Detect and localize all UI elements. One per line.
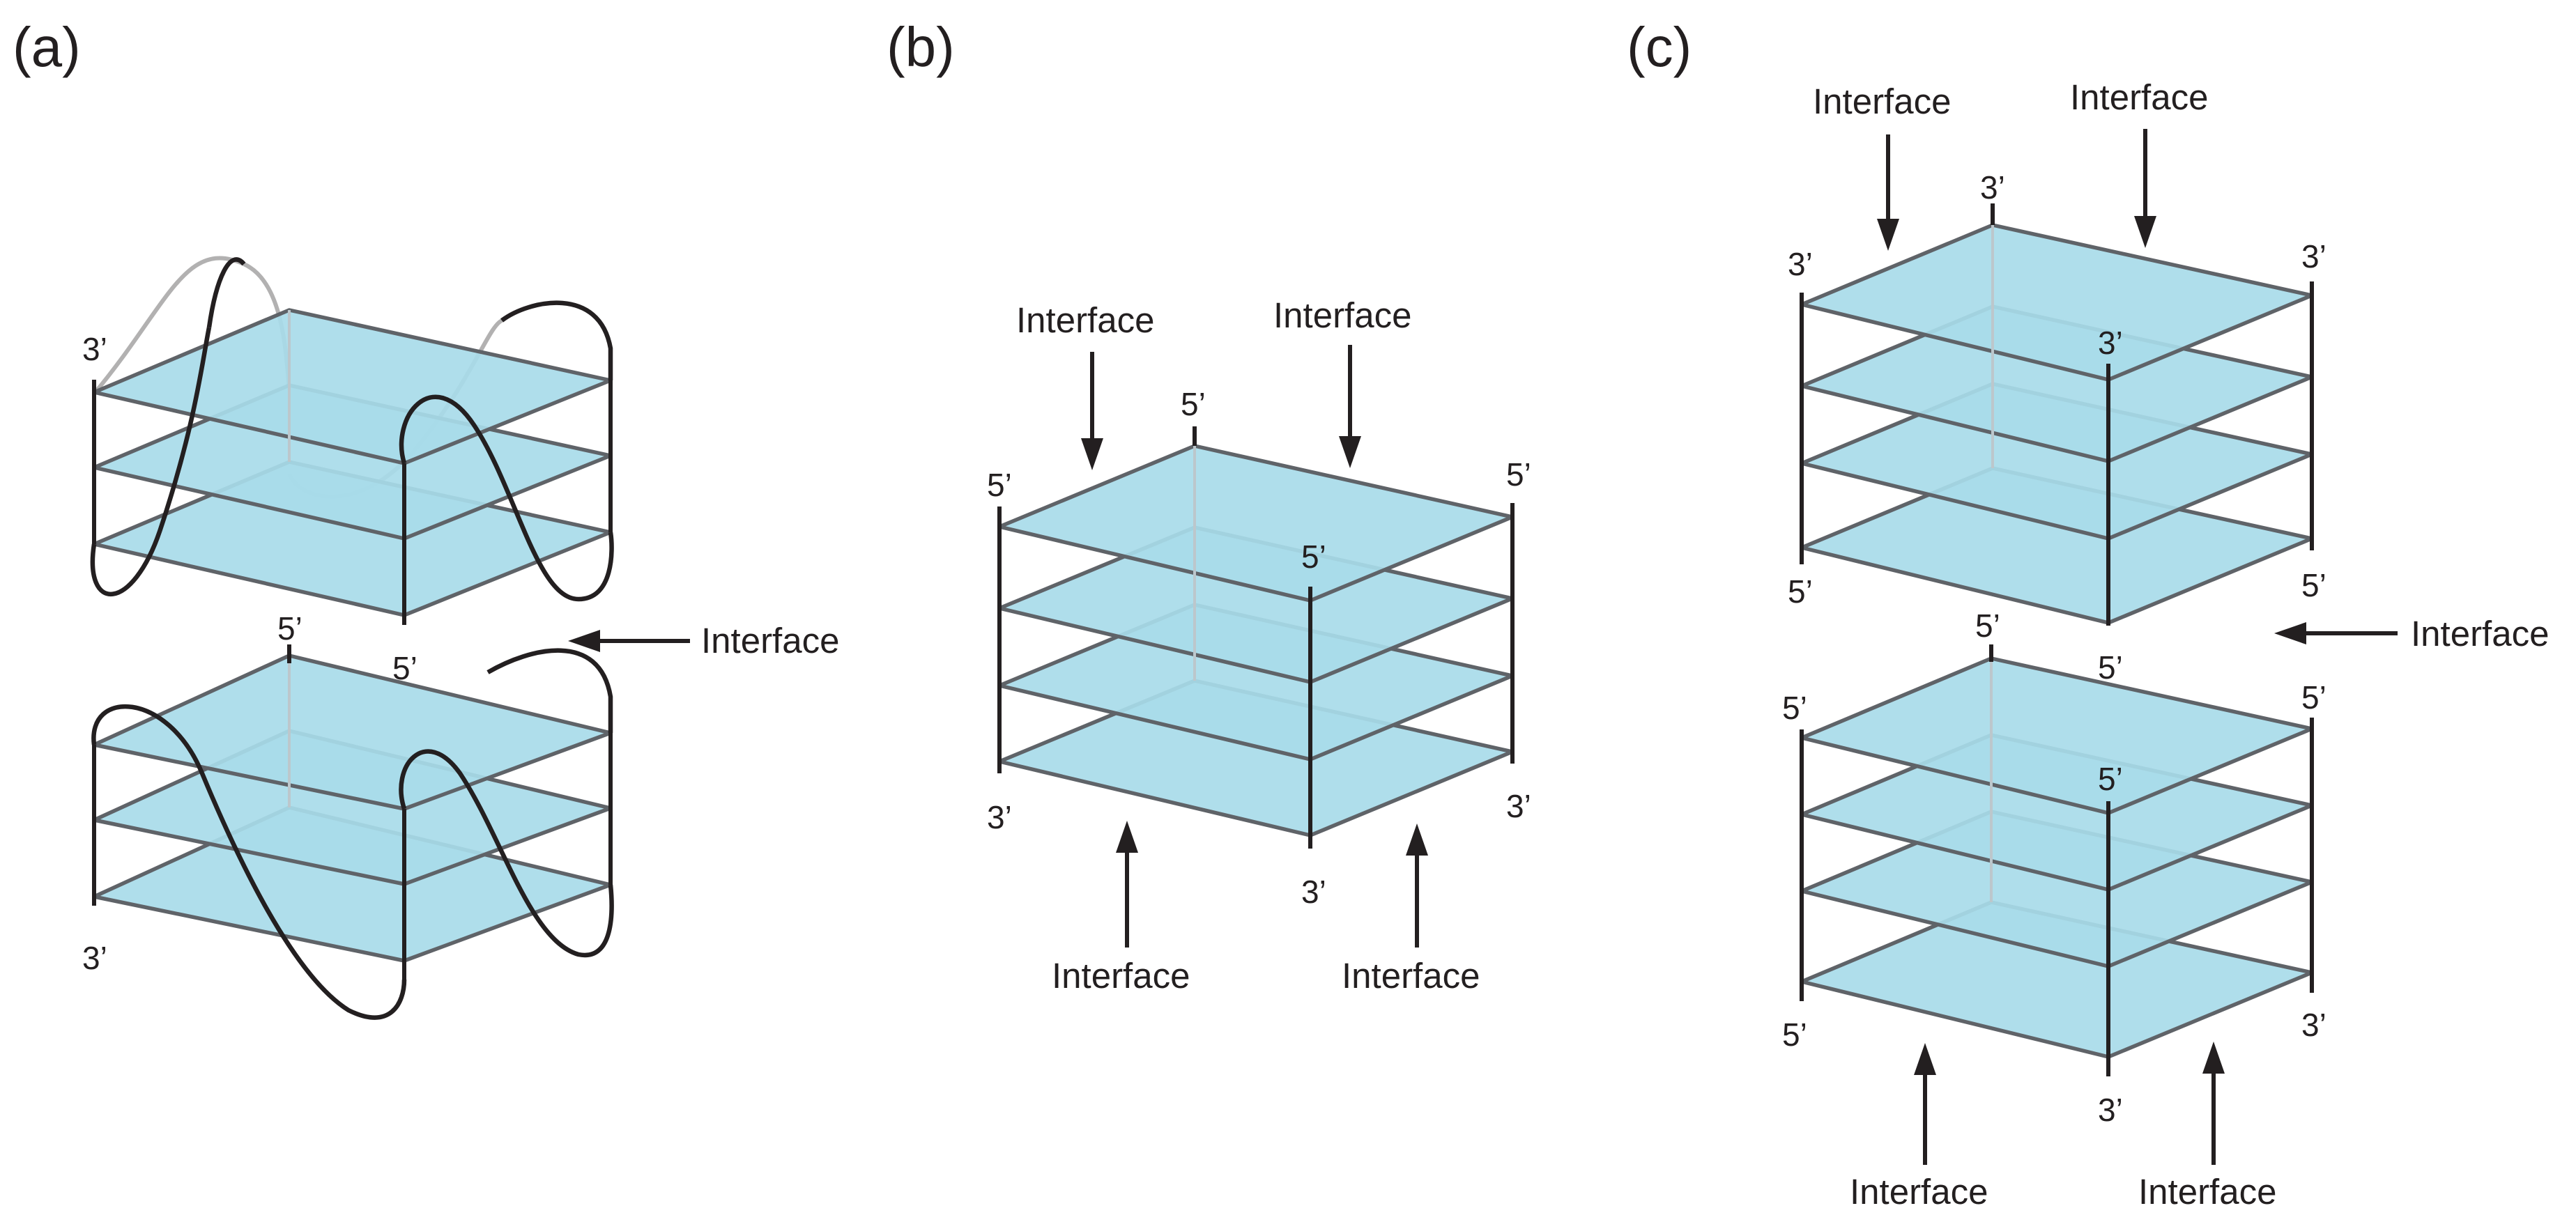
loop-a-bottom-right — [486, 648, 613, 733]
strand-end-b-5-right: 5’ — [1506, 456, 1531, 493]
interface-label-c-bottom-right: Interface — [2138, 1172, 2276, 1212]
panel-label-c: (c) — [1627, 16, 1692, 78]
strand-end-c-lower-top-left: 5’ — [1782, 690, 1807, 726]
loop-a-top-left-2 — [206, 257, 246, 328]
strand-end-b-3-left: 3’ — [987, 799, 1012, 835]
interface-label-b-top-right: Interface — [1273, 295, 1411, 335]
strand-end-c-upper-bottom-right: 5’ — [2301, 567, 2326, 603]
interface-label-c-top-left: Interface — [1813, 82, 1951, 121]
strand-end-a-mid-bottom: 5’ — [392, 650, 417, 686]
strand-end-c-upper-bottom-front: 5’ — [2098, 649, 2123, 686]
panel-label-b: (b) — [887, 16, 955, 78]
strand-end-c-top-back: 3’ — [1980, 169, 2005, 206]
strand-end-c-lower-top-right: 5’ — [2301, 679, 2326, 716]
strand-end-c-top-right: 3’ — [2301, 238, 2326, 274]
loop-a-top-right — [500, 300, 613, 380]
interface-label-b-bottom-right: Interface — [1342, 956, 1480, 996]
interface-arrow-b-bottom-left-head — [1116, 821, 1138, 853]
strand-end-a-mid-top: 5’ — [277, 610, 302, 647]
interface-arrow-b-top-right-head — [1339, 436, 1361, 468]
strand-end-c-lower-top-front: 5’ — [2098, 761, 2123, 797]
strand-end-b-5-left: 5’ — [987, 467, 1012, 503]
loop-a-bottom-left — [91, 704, 407, 1020]
interface-arrow-c-middle-head — [2274, 622, 2306, 644]
loop-a-top-left — [90, 327, 212, 596]
strand-end-b-5-back: 5’ — [1181, 386, 1206, 422]
loop-a-bottom-front — [399, 749, 614, 958]
strand-end-c-bottom-right: 3’ — [2301, 1007, 2326, 1043]
strand-end-b-5-front: 5’ — [1301, 539, 1326, 575]
strand-end-c-bottom-left: 5’ — [1782, 1016, 1807, 1053]
strand-end-a-bottom: 3’ — [82, 940, 107, 976]
panel-label-a: (a) — [13, 16, 81, 78]
loop-a-top-front — [399, 394, 614, 602]
interface-label-c-top-right: Interface — [2070, 77, 2208, 117]
strand-end-b-3-front: 3’ — [1301, 874, 1326, 910]
interface-label-b-top-left: Interface — [1016, 300, 1154, 340]
strand-end-c-bottom-front: 3’ — [2098, 1092, 2123, 1128]
strand-end-b-3-right: 3’ — [1506, 788, 1531, 824]
interface-arrow-b-bottom-right-head — [1406, 823, 1428, 856]
interface-arrow-c-bottom-right-head — [2202, 1042, 2225, 1074]
strand-end-c-upper-bottom-left: 5’ — [1788, 573, 1813, 610]
interface-arrow-a-head — [568, 630, 600, 652]
strand-end-c-top-front: 3’ — [2098, 325, 2123, 361]
interface-arrow-c-top-right-head — [2134, 216, 2156, 248]
interface-arrow-c-bottom-left-head — [1914, 1043, 1936, 1075]
interface-label-a: Interface — [701, 621, 839, 660]
strand-end-c-top-left: 3’ — [1788, 246, 1813, 282]
foreground-layer — [90, 129, 2398, 1165]
interface-arrow-b-top-left-head — [1081, 438, 1103, 470]
strand-end-a-top: 3’ — [82, 331, 107, 367]
planes-layer — [92, 223, 2314, 1059]
interface-label-c-middle: Interface — [2411, 614, 2549, 653]
interface-label-c-bottom-left: Interface — [1850, 1172, 1988, 1212]
interface-arrow-c-top-left-head — [1877, 219, 1899, 251]
interface-label-b-bottom-left: Interface — [1052, 956, 1190, 996]
strand-end-c-lower-top-back: 5’ — [1975, 608, 2000, 644]
